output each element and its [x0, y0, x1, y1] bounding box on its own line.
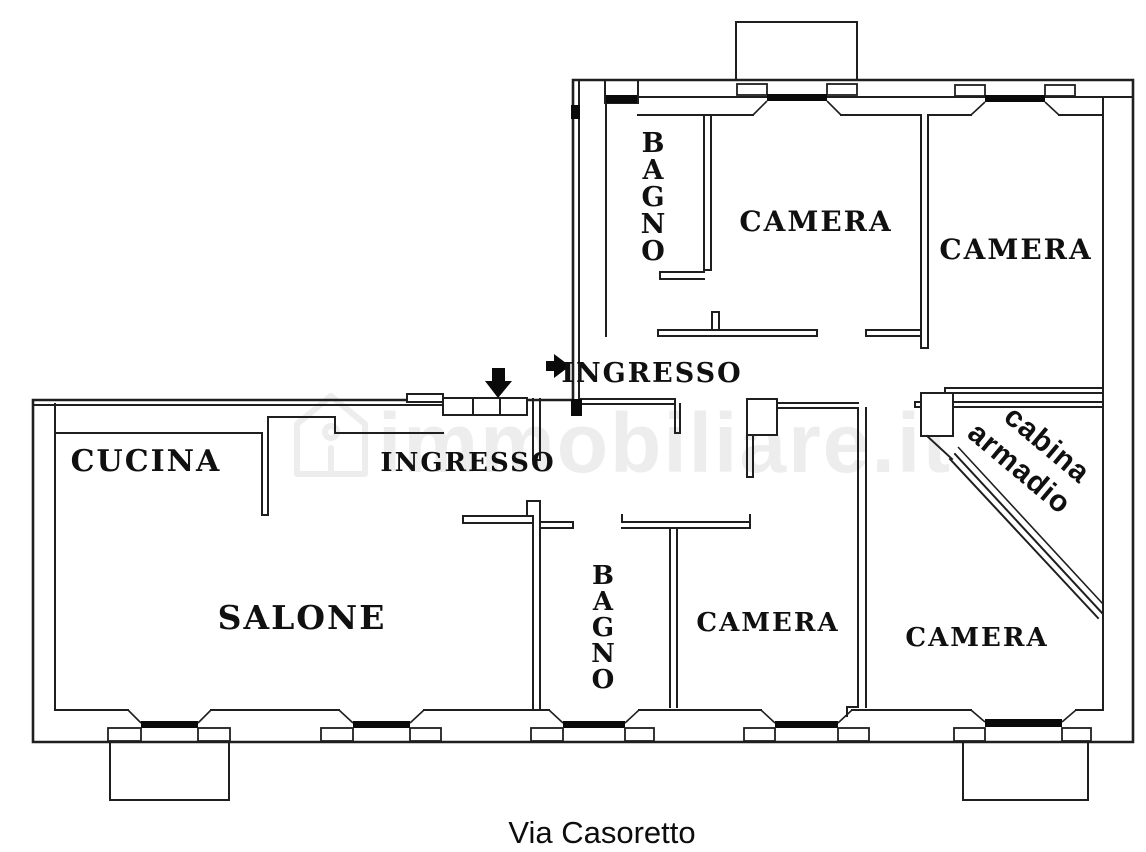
room-label-bagno-lower-letter: A [592, 587, 615, 617]
room-label-bagno-lower-letter: O [592, 665, 617, 695]
balcony-bottom-right [962, 741, 1089, 801]
window-camera-top-right [954, 84, 1076, 116]
room-label-ingresso-upper: INGRESSO [561, 358, 742, 389]
entrance-door-top [406, 393, 528, 416]
window-salone [320, 709, 442, 742]
entrance-arrow-right-icon [546, 354, 570, 378]
room-label-bagno-lower-letter: N [591, 639, 617, 669]
room-label-bagno-top-letter: N [641, 209, 668, 240]
room-label-bagno-top-letter: B [642, 128, 667, 159]
window-salone-balcony-door [107, 709, 231, 742]
room-label-bagno-lower-letter: G [592, 613, 616, 643]
room-label-camera-bottom-right: CAMERA [905, 623, 1048, 653]
room-label-salone: SALONE [218, 598, 387, 637]
room-label-bagno-top-letter: O [641, 236, 667, 267]
entrance-arrow-down-icon [485, 368, 512, 398]
balcony-bottom-left [109, 741, 230, 801]
window-camera-bottom-middle [743, 709, 870, 742]
room-label-camera-top-right: CAMERA [939, 233, 1092, 266]
room-label-bagno-top-letter: A [642, 155, 666, 186]
room-labels: B A G N O CAMERA CAMERA INGRESSO CUCINA … [71, 128, 1097, 695]
room-label-bagno-lower-letter: B [592, 561, 616, 591]
balcony-door-camera-bottom-right [953, 709, 1092, 742]
cabina-door [920, 392, 954, 461]
room-label-camera-bottom-middle: CAMERA [696, 608, 839, 638]
balcony-top [735, 21, 858, 81]
room-label-cabina-armadio: cabina armadio [961, 400, 1096, 521]
window-bagno-top [606, 95, 637, 103]
apartment-door-side [571, 105, 582, 416]
room-label-bagno-top-letter: G [641, 182, 666, 213]
cabina-wall-diagonal [948, 446, 1104, 620]
exterior-walls [31, 78, 1135, 744]
watermark-house-icon [294, 393, 368, 477]
interior-walls-lower [54, 398, 867, 717]
room-label-ingresso-lower: INGRESSO [380, 448, 555, 478]
room-label-cucina: CUCINA [71, 444, 222, 479]
window-bagno-lower [530, 709, 655, 742]
balcony-door-top [736, 83, 858, 116]
room-label-camera-top-middle: CAMERA [739, 205, 892, 238]
caption-street: Via Casoretto [508, 815, 695, 850]
